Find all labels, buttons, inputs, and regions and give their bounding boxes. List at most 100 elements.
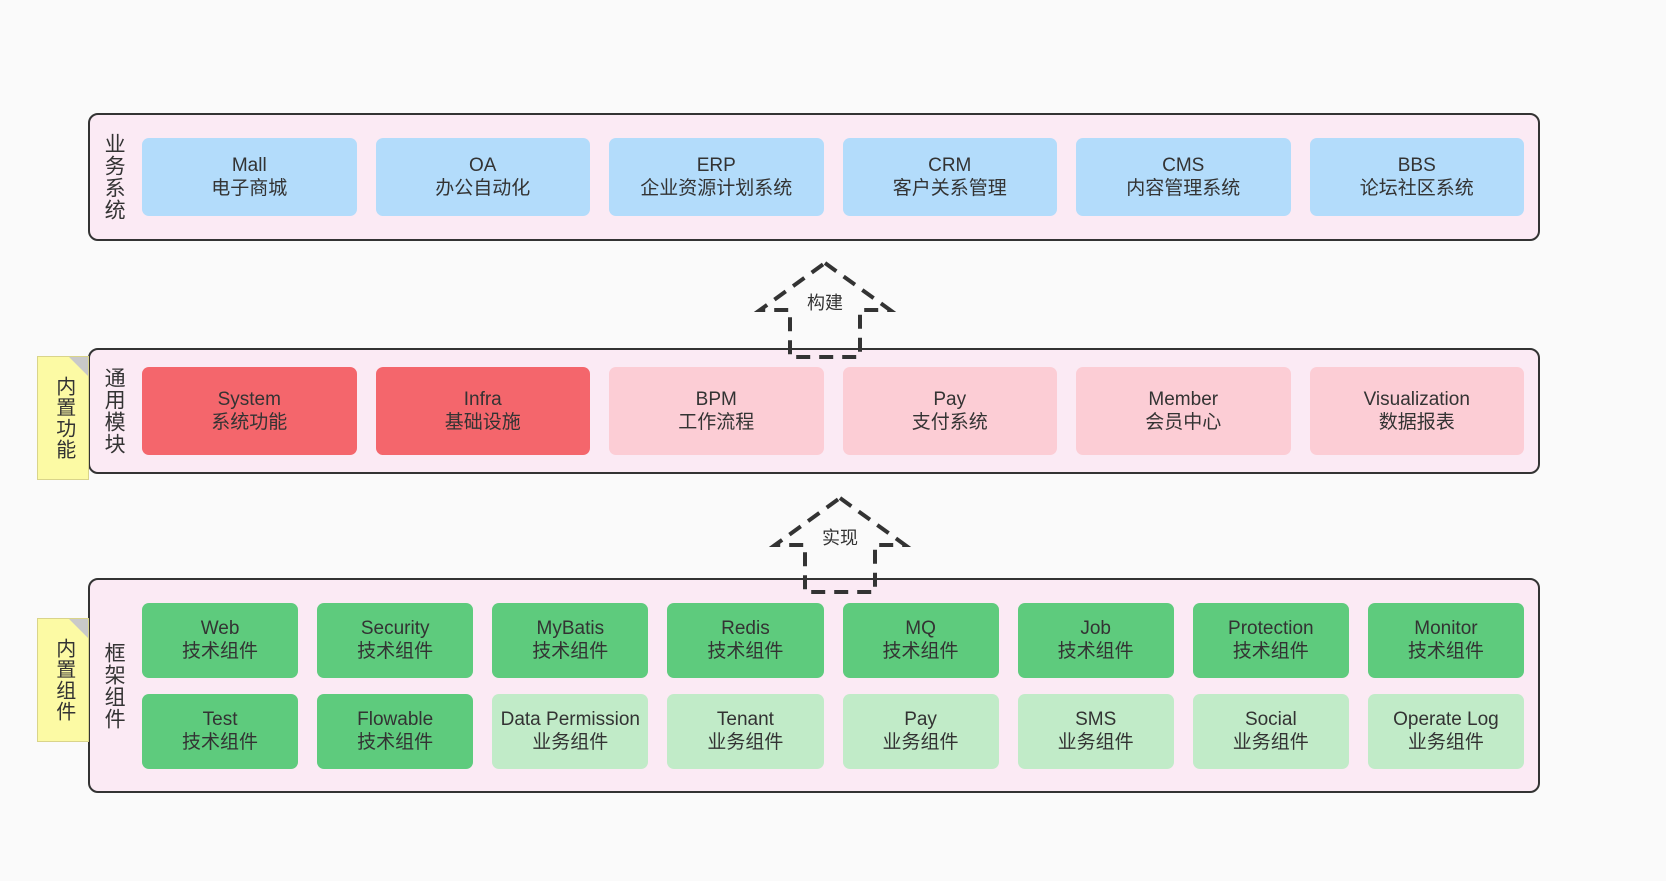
node-subtitle: 技术组件 [1232,641,1309,662]
node-mall[interactable]: Mall 电子商城 [142,138,357,216]
node-title: Visualization [1363,388,1470,410]
node-tenant[interactable]: Tenant 业务组件 [667,693,824,769]
node-subtitle: 技术组件 [532,641,609,662]
node-subtitle: 基础设施 [444,412,521,433]
layer-title-business-system: 业务系统 [102,133,126,221]
node-subtitle: 论坛社区系统 [1359,178,1474,199]
node-subtitle: 技术组件 [1057,641,1134,662]
layer-framework-component: 框架组件 Web 技术组件 Security 技术组件 MyBatis 技术组件… [88,578,1540,793]
node-subtitle: 数据报表 [1378,412,1455,433]
node-title: Pay [933,388,967,410]
node-title: CRM [928,154,972,176]
node-row: Web 技术组件 Security 技术组件 MyBatis 技术组件 Redi… [142,602,1524,678]
node-title: SMS [1075,708,1117,730]
node-title: Infra [463,388,502,410]
node-subtitle: 企业资源计划系统 [640,178,793,199]
node-title: Web [200,617,240,639]
node-erp[interactable]: ERP 企业资源计划系统 [609,138,824,216]
node-social[interactable]: Social 业务组件 [1192,693,1349,769]
node-subtitle: 会员中心 [1145,412,1222,433]
layer-title-framework-component: 框架组件 [102,641,126,730]
node-bbs[interactable]: BBS 论坛社区系统 [1309,138,1524,216]
node-title: Mall [231,154,267,176]
node-mybatis[interactable]: MyBatis 技术组件 [492,602,649,678]
node-title: Monitor [1414,617,1478,639]
node-oa[interactable]: OA 办公自动化 [375,138,590,216]
layer-common-module: 通用模块 System 系统功能 Infra 基础设施 BPM 工作流程 Pay… [88,348,1540,474]
node-pay-module[interactable]: Pay 支付系统 [842,367,1057,455]
node-flowable[interactable]: Flowable 技术组件 [317,693,474,769]
node-operate-log[interactable]: Operate Log 业务组件 [1367,693,1524,769]
node-title: OA [469,154,497,176]
node-subtitle: 业务组件 [1232,732,1309,753]
node-subtitle: 技术组件 [357,732,434,753]
node-subtitle: 技术组件 [357,641,434,662]
sticky-note-label: 内置功能 [52,376,75,460]
node-monitor[interactable]: Monitor 技术组件 [1367,602,1524,678]
node-title: Security [360,617,430,639]
node-sms[interactable]: SMS 业务组件 [1017,693,1174,769]
node-subtitle: 技术组件 [182,732,259,753]
sticky-note-builtin-function: 内置功能 [37,356,89,480]
node-subtitle: 客户关系管理 [892,178,1007,199]
fold-corner-icon [69,357,88,376]
node-subtitle: 业务组件 [707,732,784,753]
node-mq[interactable]: MQ 技术组件 [842,602,999,678]
node-system[interactable]: System 系统功能 [142,367,357,455]
node-title: Social [1244,708,1297,730]
layer-business-system: 业务系统 Mall 电子商城 OA 办公自动化 ERP 企业资源计划系统 CRM… [88,113,1540,241]
layer-body-framework-component: Web 技术组件 Security 技术组件 MyBatis 技术组件 Redi… [136,580,1538,791]
node-subtitle: 业务组件 [1407,732,1484,753]
node-title: BBS [1397,154,1436,176]
node-title: Pay [904,708,937,730]
node-title: Test [202,708,238,730]
node-web[interactable]: Web 技术组件 [142,602,299,678]
node-subtitle: 技术组件 [182,641,259,662]
node-title: BPM [695,388,737,410]
node-title: Operate Log [1393,708,1499,730]
node-title: Data Permission [500,708,640,730]
node-redis[interactable]: Redis 技术组件 [667,602,824,678]
fold-corner-icon [69,619,88,638]
node-subtitle: 电子商城 [211,178,288,199]
node-test[interactable]: Test 技术组件 [142,693,299,769]
node-pay-component[interactable]: Pay 业务组件 [842,693,999,769]
node-data-permission[interactable]: Data Permission 业务组件 [492,693,649,769]
node-job[interactable]: Job 技术组件 [1017,602,1174,678]
node-title: System [217,388,281,410]
node-title: Tenant [716,708,774,730]
node-cms[interactable]: CMS 内容管理系统 [1076,138,1291,216]
layer-body-business-system: Mall 电子商城 OA 办公自动化 ERP 企业资源计划系统 CRM 客户关系… [136,115,1538,239]
node-security[interactable]: Security 技术组件 [317,602,474,678]
node-subtitle: 技术组件 [707,641,784,662]
layer-title-common-module: 通用模块 [102,367,126,455]
node-title: MQ [905,617,936,639]
connector-implement: 实现 [740,490,940,600]
node-subtitle: 业务组件 [532,732,609,753]
node-row: System 系统功能 Infra 基础设施 BPM 工作流程 Pay 支付系统… [142,367,1524,455]
node-infra[interactable]: Infra 基础设施 [375,367,590,455]
build-arrow-icon [753,260,897,359]
node-visualization[interactable]: Visualization 数据报表 [1309,367,1524,455]
node-row: Mall 电子商城 OA 办公自动化 ERP 企业资源计划系统 CRM 客户关系… [142,138,1524,216]
node-title: Member [1148,388,1219,410]
node-title: ERP [696,154,736,176]
node-protection[interactable]: Protection 技术组件 [1192,602,1349,678]
sticky-note-builtin-component: 内置组件 [37,618,89,742]
node-crm[interactable]: CRM 客户关系管理 [842,138,1057,216]
node-title: Flowable [357,708,434,730]
node-title: Redis [721,617,770,639]
node-subtitle: 系统功能 [211,412,288,433]
node-subtitle: 内容管理系统 [1126,178,1241,199]
node-subtitle: 工作流程 [678,412,755,433]
node-subtitle: 技术组件 [1407,641,1484,662]
node-subtitle: 业务组件 [882,732,959,753]
connector-label: 实现 [819,524,861,550]
node-member[interactable]: Member 会员中心 [1076,367,1291,455]
implement-arrow-icon [768,495,912,594]
node-title: Protection [1228,617,1314,639]
node-subtitle: 支付系统 [911,412,988,433]
node-bpm[interactable]: BPM 工作流程 [609,367,824,455]
node-title: MyBatis [536,617,605,639]
node-subtitle: 业务组件 [1057,732,1134,753]
